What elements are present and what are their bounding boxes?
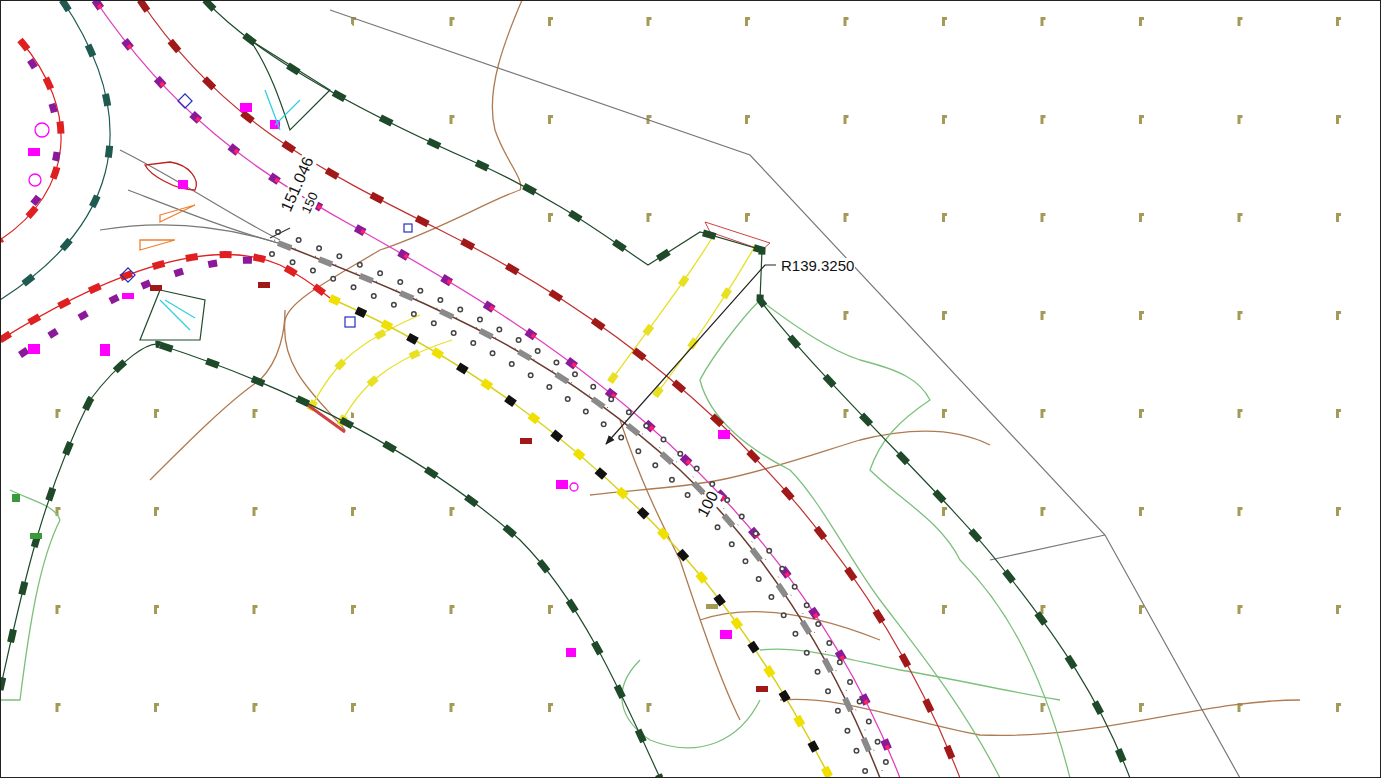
road-centreline [270, 228, 892, 778]
contour-lines [150, 0, 1300, 735]
radius-leader [606, 265, 776, 444]
vegetation-outline [0, 300, 1070, 778]
boundary-line [0, 0, 1130, 778]
left-road-edge [0, 255, 830, 778]
roundabout [0, 0, 196, 300]
road-edge [140, 0, 960, 778]
carriageway-edge [95, 0, 900, 778]
corridor-ground [0, 0, 880, 778]
dimension-label: R139.3250 [780, 258, 855, 274]
survey-symbols [12, 90, 768, 692]
access-road [298, 222, 770, 432]
